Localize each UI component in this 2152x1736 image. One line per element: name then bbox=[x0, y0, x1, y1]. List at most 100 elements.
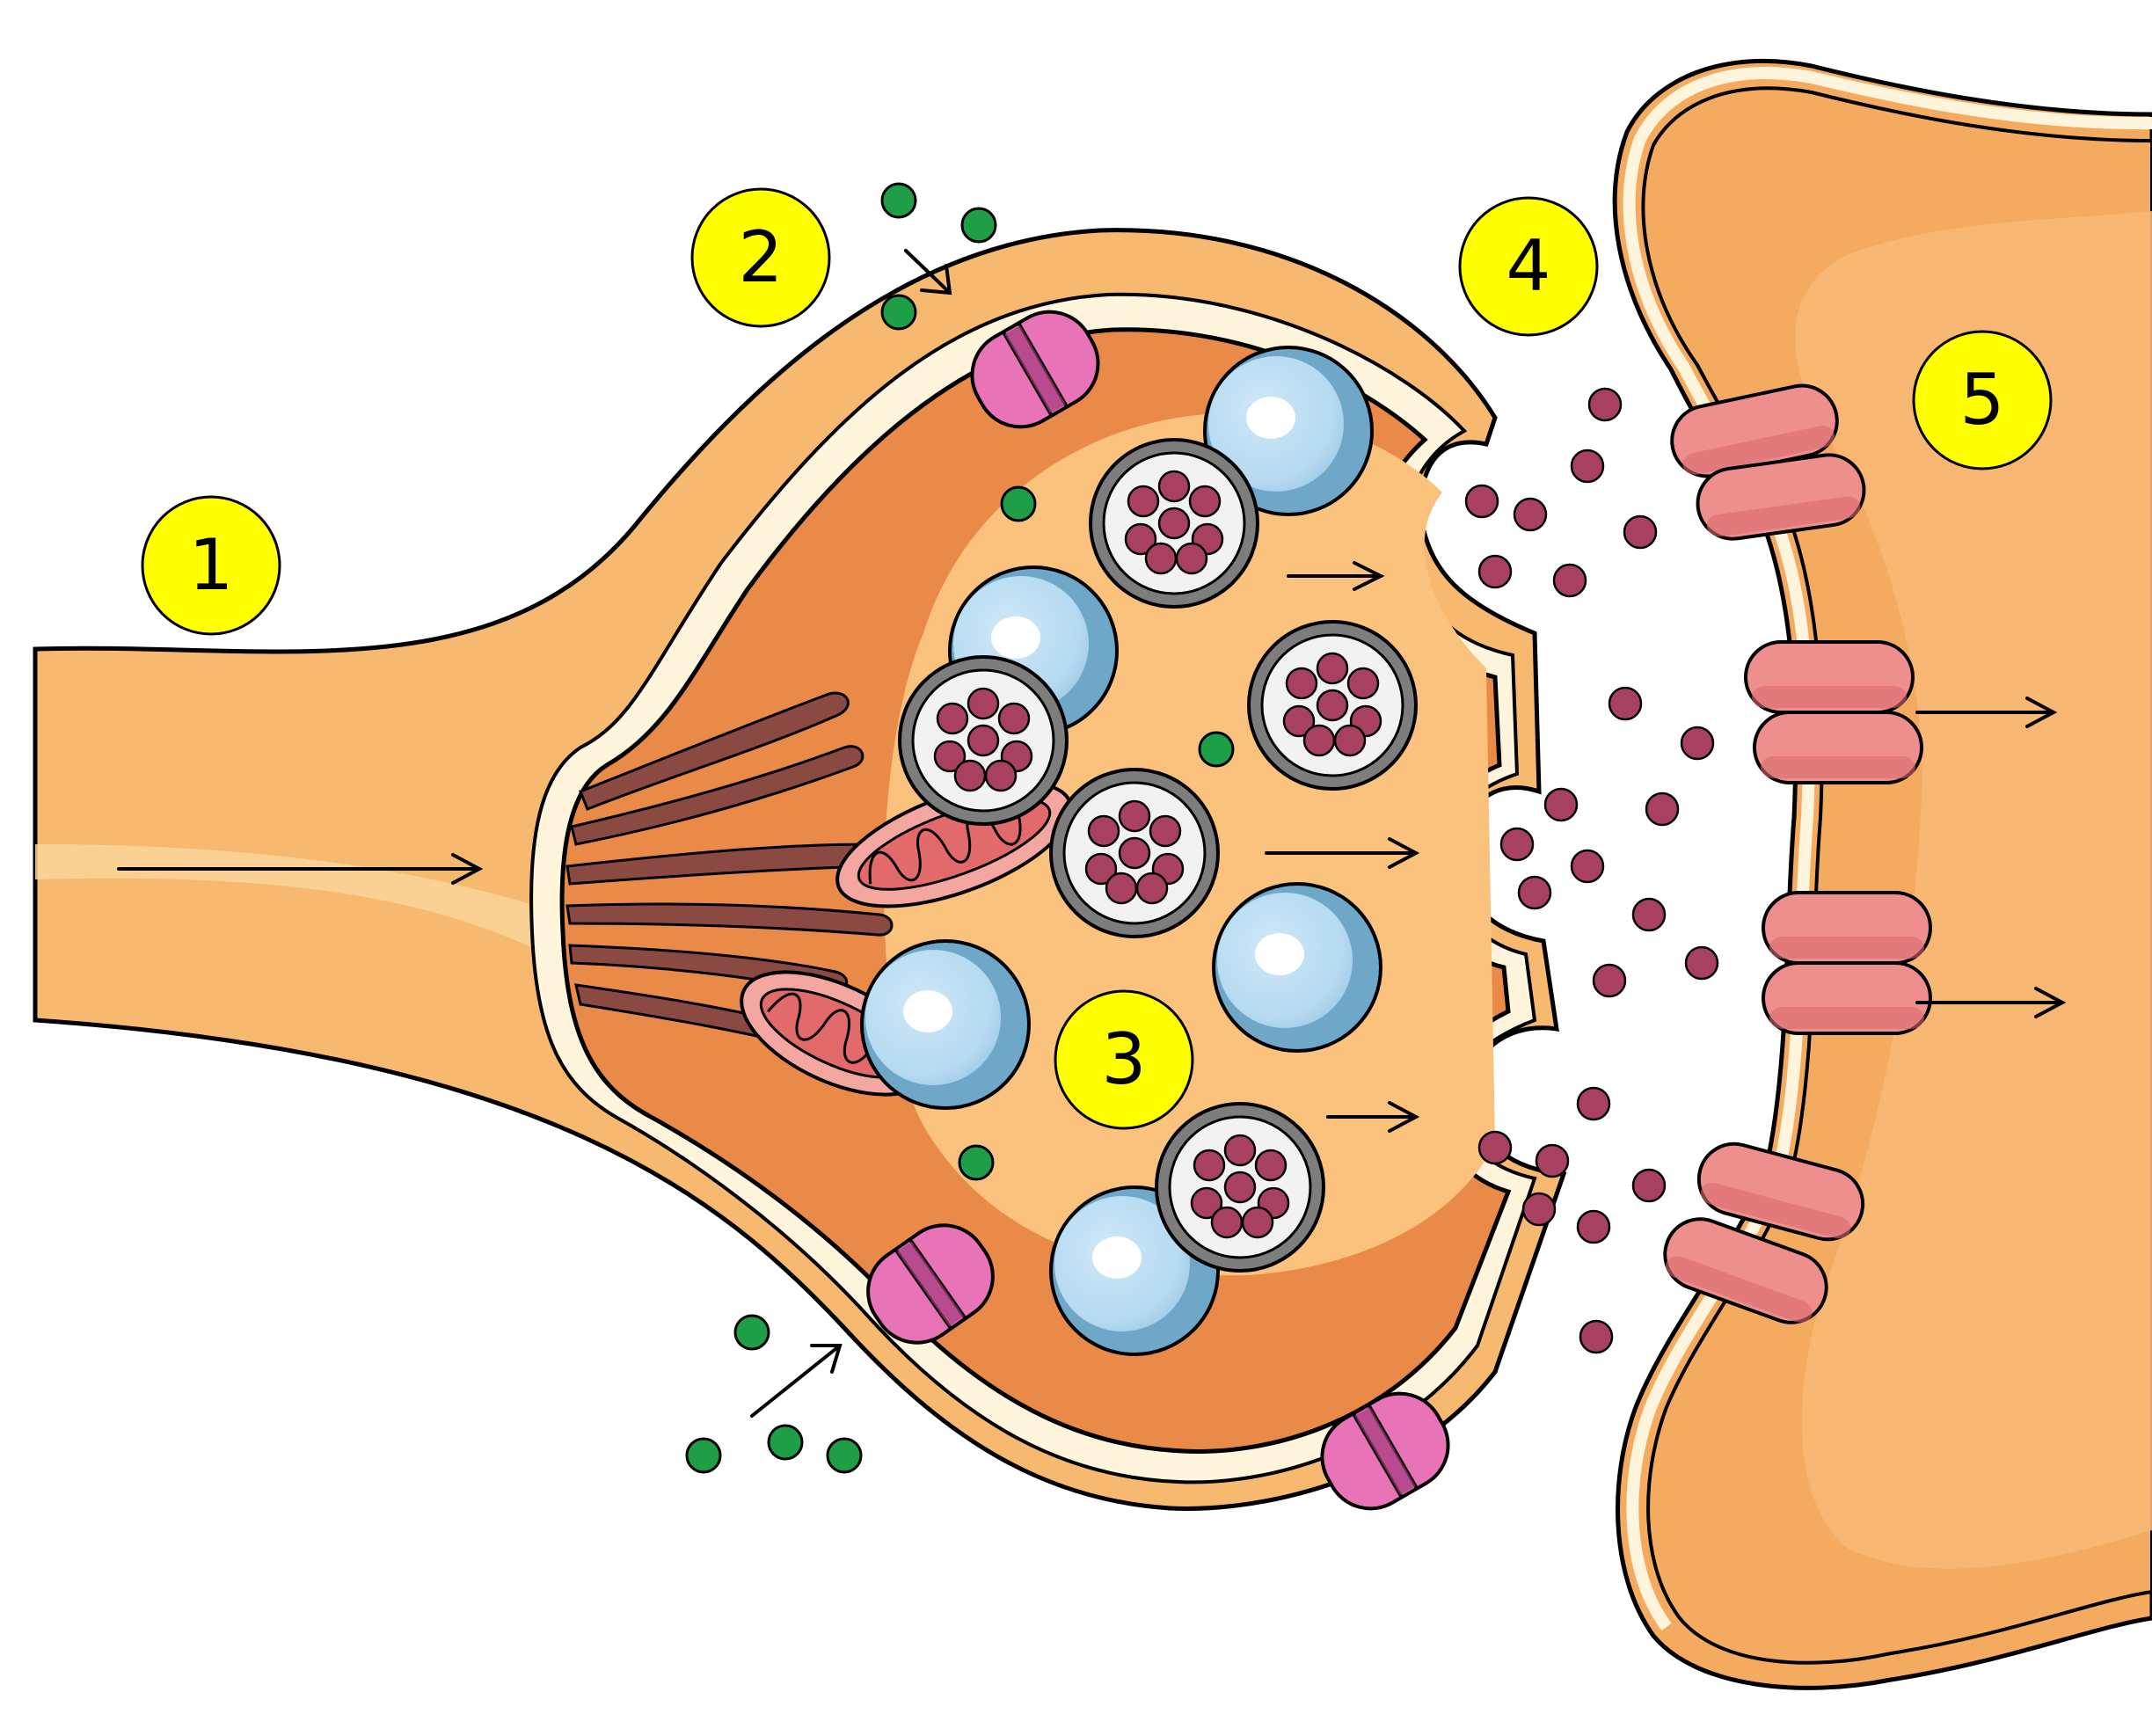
receptor bbox=[1670, 383, 1839, 478]
calcium-ion bbox=[1000, 485, 1037, 522]
step-label-4: 4 bbox=[1458, 196, 1599, 337]
arrow-calcium-in-bottom bbox=[750, 1344, 843, 1418]
neurotransmitter-molecule bbox=[1210, 1206, 1244, 1239]
step-label-4-text: 4 bbox=[1506, 225, 1551, 307]
neurotransmitter-molecule bbox=[1623, 514, 1658, 550]
neurotransmitter-molecule bbox=[1135, 872, 1169, 905]
neurotransmitter-molecule bbox=[1521, 1192, 1557, 1227]
neurotransmitter-molecule bbox=[1608, 686, 1643, 721]
step-label-5: 5 bbox=[1912, 330, 2053, 470]
neurotransmitter-molecule bbox=[1579, 1319, 1614, 1354]
step-label-3-text: 3 bbox=[1102, 1018, 1147, 1100]
arrow-vesicle-release-3 bbox=[1326, 1101, 1420, 1133]
calcium-ion bbox=[1198, 731, 1235, 768]
arrow-vesicle-release-1 bbox=[1287, 561, 1385, 591]
neurotransmitter-molecule bbox=[1680, 726, 1715, 761]
calcium-channel bbox=[866, 1223, 995, 1345]
neurotransmitter-molecule bbox=[1190, 1186, 1223, 1220]
arrow-signal-out-2 bbox=[1915, 987, 2067, 1018]
neurotransmitter-molecule bbox=[936, 702, 969, 735]
neurotransmitter-molecule bbox=[1570, 449, 1605, 484]
step-label-2-text: 2 bbox=[739, 216, 784, 298]
postsynaptic-light-region bbox=[1795, 211, 2152, 1569]
neurotransmitter-molecule bbox=[1316, 652, 1349, 685]
calcium-ion bbox=[685, 1437, 722, 1474]
neurotransmitter-molecule bbox=[1552, 563, 1587, 598]
neurotransmitter-molecule bbox=[1149, 814, 1182, 848]
neurotransmitter-molecule bbox=[997, 702, 1031, 735]
neurotransmitter-molecule bbox=[1631, 897, 1667, 932]
neurotransmitter-molecule bbox=[933, 740, 967, 773]
postsynaptic-membrane-band bbox=[1623, 67, 2152, 1631]
filled-vesicles bbox=[898, 438, 1418, 1273]
neurotransmitter-molecule bbox=[1464, 484, 1499, 519]
microtubules bbox=[565, 691, 894, 1049]
neurotransmitter-molecule bbox=[1118, 799, 1151, 833]
calcium-ion bbox=[767, 1424, 804, 1461]
calcium-ion bbox=[880, 182, 917, 219]
calcium-ion bbox=[958, 1144, 995, 1181]
neurotransmitter-molecule bbox=[1118, 836, 1151, 870]
neurotransmitter-molecule bbox=[1570, 849, 1605, 884]
neurotransmitter-molecule bbox=[1105, 872, 1138, 905]
neurotransmitter-molecule bbox=[1592, 963, 1627, 998]
calcium-ions bbox=[685, 182, 1235, 1474]
neurotransmitter-molecule bbox=[1513, 497, 1548, 532]
neurotransmitter-molecule bbox=[1175, 542, 1208, 575]
filled-vesicle bbox=[1049, 768, 1220, 938]
receptor bbox=[1696, 1142, 1865, 1242]
calcium-ion bbox=[826, 1437, 863, 1474]
neurotransmitter-molecule bbox=[1535, 1143, 1570, 1178]
neurotransmitter-molecule bbox=[1127, 485, 1160, 518]
calcium-ion bbox=[733, 1314, 770, 1351]
neurotransmitter-molecule bbox=[1576, 1209, 1611, 1244]
calcium-ion bbox=[960, 207, 997, 244]
arrow-vesicle-release-2 bbox=[1265, 837, 1420, 869]
neurotransmitter-molecule bbox=[1587, 387, 1623, 422]
receptor bbox=[1762, 891, 1932, 965]
receptor bbox=[1762, 961, 1932, 1035]
calcium-channel bbox=[1320, 1391, 1450, 1511]
arrow-action-potential bbox=[117, 853, 484, 885]
filled-vesicle bbox=[1155, 1102, 1325, 1273]
filled-vesicle bbox=[1089, 438, 1259, 609]
neurotransmitter-molecule bbox=[1631, 1168, 1667, 1203]
step-label-2: 2 bbox=[690, 187, 831, 328]
neurotransmitter-molecule bbox=[1124, 522, 1157, 556]
receptor bbox=[1663, 1217, 1828, 1324]
step-label-5-text: 5 bbox=[1960, 359, 2005, 441]
neurotransmitter-molecule bbox=[1543, 787, 1579, 822]
neurotransmitter-molecule bbox=[1157, 470, 1191, 503]
filled-vesicle bbox=[898, 655, 1069, 826]
empty-vesicle bbox=[1212, 882, 1382, 1053]
neurotransmitter-molecule bbox=[1576, 1086, 1611, 1121]
neurotransmitter-molecule bbox=[1223, 1134, 1257, 1167]
neurotransmitter-molecule bbox=[1223, 1171, 1257, 1204]
neurotransmitter-molecule bbox=[1157, 507, 1191, 540]
receptor bbox=[1744, 640, 1915, 714]
neurotransmitter-molecule bbox=[1302, 724, 1336, 757]
neurotransmitter-molecule bbox=[1188, 485, 1222, 518]
neurotransmitter-molecule bbox=[1477, 554, 1513, 589]
neurotransmitter-molecule bbox=[1282, 704, 1316, 738]
empty-vesicle bbox=[1203, 346, 1374, 516]
calcium-channels bbox=[866, 310, 1450, 1511]
neurotransmitter-molecule bbox=[967, 724, 1000, 757]
neurotransmitter-molecule bbox=[1346, 667, 1380, 700]
neurotransmitter-molecule bbox=[1499, 827, 1535, 862]
empty-vesicle bbox=[860, 939, 1031, 1110]
step-label-1: 1 bbox=[141, 495, 281, 636]
neurotransmitters-cleft bbox=[1464, 387, 1719, 1354]
neurotransmitter-molecule bbox=[1254, 1149, 1288, 1182]
neurotransmitter-molecule bbox=[1316, 689, 1349, 722]
calcium-ion bbox=[880, 294, 917, 331]
neurotransmitter-molecule bbox=[1144, 542, 1178, 575]
neurotransmitter-molecule bbox=[1087, 814, 1120, 848]
receptor bbox=[1696, 453, 1866, 541]
neurotransmitter-molecule bbox=[967, 687, 1000, 720]
filled-vesicle bbox=[1247, 620, 1418, 791]
calcium-channel bbox=[970, 310, 1100, 429]
neurotransmitter-molecule bbox=[953, 759, 987, 792]
neurotransmitter-molecule bbox=[1241, 1206, 1274, 1239]
